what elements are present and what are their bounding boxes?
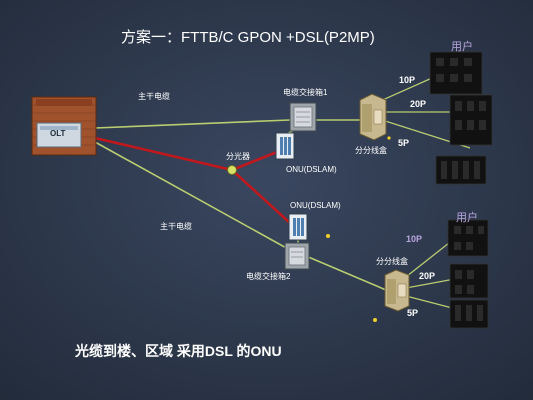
distribution-box-1 bbox=[359, 93, 387, 141]
user-building-1 bbox=[429, 51, 483, 95]
user-building-2 bbox=[449, 94, 493, 146]
marker-dot-3 bbox=[387, 136, 391, 140]
marker-dot-2 bbox=[373, 318, 377, 322]
trunk-cable-line-2 bbox=[94, 141, 291, 251]
cabinet2-to-box-line bbox=[305, 255, 387, 291]
pair-label-b-20p: 20P bbox=[419, 271, 436, 281]
splitter-label: 分光器 bbox=[226, 152, 250, 161]
user-building-4 bbox=[447, 219, 489, 257]
user-label-2: 用户 bbox=[456, 212, 478, 224]
marker-dot-1 bbox=[326, 234, 330, 238]
fiber-splitter-to-onu2 bbox=[231, 169, 291, 224]
onu-device-2 bbox=[288, 213, 308, 241]
onu-device-1 bbox=[275, 132, 295, 160]
pair-label-a-20p: 20P bbox=[410, 99, 427, 109]
pair-label-b-5p: 5P bbox=[407, 308, 419, 318]
pair-label-a-10p: 10P bbox=[399, 75, 416, 85]
diagram-subtitle: 光缆到楼、区域 采用DSL 的ONU bbox=[75, 343, 282, 359]
distribution-box-2 bbox=[384, 269, 410, 312]
splitter-node bbox=[227, 165, 237, 175]
fiber-olt-to-splitter bbox=[94, 136, 233, 172]
cable-cabinet-2 bbox=[284, 242, 310, 270]
onu-label-2: ONU(DSLAM) bbox=[290, 201, 341, 210]
cable-cabinet-1 bbox=[289, 102, 317, 132]
user-building-6 bbox=[449, 299, 489, 329]
distribution-box-label-1: 分分线盒 bbox=[355, 146, 387, 155]
fiber-splitter-to-onu1 bbox=[231, 150, 278, 172]
pair-label-a-5p: 5P bbox=[398, 138, 410, 148]
trunk-cable-line-1 bbox=[94, 119, 291, 129]
pair-label-b-10p: 10P bbox=[406, 234, 423, 244]
user-building-5 bbox=[449, 263, 489, 299]
diagram-title: 方案一：FTTB/C GPON +DSL(P2MP) bbox=[121, 29, 375, 46]
user-building-3 bbox=[435, 155, 487, 185]
distribution-box-label-2: 分分线盒 bbox=[376, 257, 408, 266]
trunk-cable-label-2: 主干电缆 bbox=[160, 222, 192, 231]
onu-label-1: ONU(DSLAM) bbox=[286, 165, 337, 174]
trunk-cable-label-1: 主干电缆 bbox=[138, 92, 170, 101]
cabinet-label-1: 电缆交接箱1 bbox=[283, 88, 328, 97]
cabinet-label-2: 电缆交接箱2 bbox=[246, 272, 291, 281]
user-label-1: 用户 bbox=[451, 41, 473, 53]
olt-label: OLT bbox=[50, 129, 66, 138]
olt-central-office bbox=[31, 96, 97, 156]
